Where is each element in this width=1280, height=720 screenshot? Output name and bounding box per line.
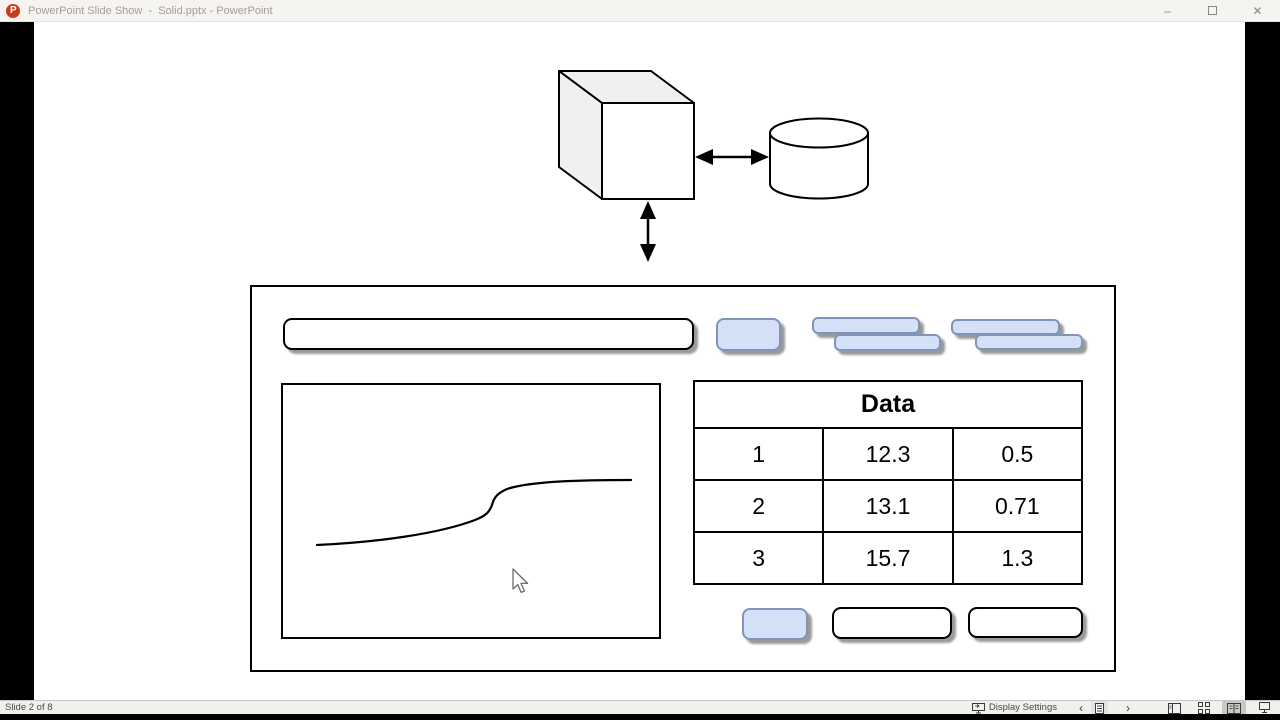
title-bar: PowerPoint Slide Show - Solid.pptx - Pow… <box>0 0 1280 22</box>
left-letterbox <box>0 22 34 700</box>
blue-action-button-shape <box>742 608 808 640</box>
next-slide-button[interactable]: › <box>1126 701 1130 715</box>
stacked-bar-shape <box>951 319 1060 335</box>
cube-shape <box>558 70 695 200</box>
table-title: Data <box>693 380 1083 429</box>
powerpoint-icon <box>6 3 20 18</box>
window-title: PowerPoint Slide Show - Solid.pptx - Pow… <box>28 4 273 17</box>
bottom-letterbox <box>0 714 1280 720</box>
stacked-bar-shape <box>834 334 941 351</box>
previous-slide-button[interactable]: ‹ <box>1079 701 1083 715</box>
table-row: 3 15.7 1.3 <box>692 531 1084 585</box>
plot-frame <box>281 383 661 639</box>
window-controls: – ✕ <box>1145 0 1280 22</box>
sigmoid-curve <box>315 478 633 547</box>
status-bar: Slide 2 of 8 Display Settings ‹ <box>0 700 1280 715</box>
architecture-diagram <box>558 70 869 262</box>
database-cylinder-shape <box>769 117 869 200</box>
table-row: 2 13.1 0.71 <box>692 479 1084 533</box>
reading-view-button[interactable] <box>1222 701 1246 715</box>
statusbar-controls: Display Settings ‹ › <box>968 701 1276 715</box>
slide-area[interactable]: Data 1 12.3 0.5 2 13.1 0.71 3 15.7 1.3 <box>34 22 1245 700</box>
table-row: 1 12.3 0.5 <box>692 427 1084 481</box>
display-settings-button[interactable]: Display Settings <box>968 701 1061 715</box>
maximize-button[interactable] <box>1190 0 1235 22</box>
white-button-shape <box>968 607 1083 638</box>
maximize-icon <box>1208 6 1217 15</box>
data-table: Data 1 12.3 0.5 2 13.1 0.71 3 15.7 1.3 <box>692 380 1084 585</box>
slideshow-view-button[interactable] <box>1252 701 1276 715</box>
minimize-button[interactable]: – <box>1145 0 1190 22</box>
display-settings-icon <box>971 702 985 713</box>
stacked-bar-shape <box>812 317 920 334</box>
slide-indicator: Slide 2 of 8 <box>5 702 53 713</box>
slideshow-view-icon <box>1258 702 1270 713</box>
minimize-icon: – <box>1164 3 1171 18</box>
table-header-row: Data <box>693 380 1083 429</box>
close-button[interactable]: ✕ <box>1235 0 1280 22</box>
normal-view-icon <box>1167 702 1181 714</box>
slide-sorter-icon <box>1198 702 1210 714</box>
close-icon: ✕ <box>1252 3 1263 18</box>
reading-view-icon <box>1227 702 1241 714</box>
stacked-bar-shape <box>975 334 1083 350</box>
slide-sorter-view-button[interactable] <box>1192 701 1216 715</box>
vertical-double-arrow <box>640 201 656 262</box>
text-field-shape <box>283 318 694 350</box>
right-letterbox <box>1245 22 1280 700</box>
white-button-shape <box>832 607 952 639</box>
small-blue-button-shape <box>716 318 781 351</box>
mouse-cursor-icon <box>512 568 529 594</box>
annotation-menu-button[interactable] <box>1091 701 1108 715</box>
normal-view-button[interactable] <box>1162 701 1186 715</box>
display-settings-label: Display Settings <box>988 702 1057 713</box>
annotation-menu-icon <box>1095 702 1104 714</box>
horizontal-double-arrow <box>695 149 769 165</box>
